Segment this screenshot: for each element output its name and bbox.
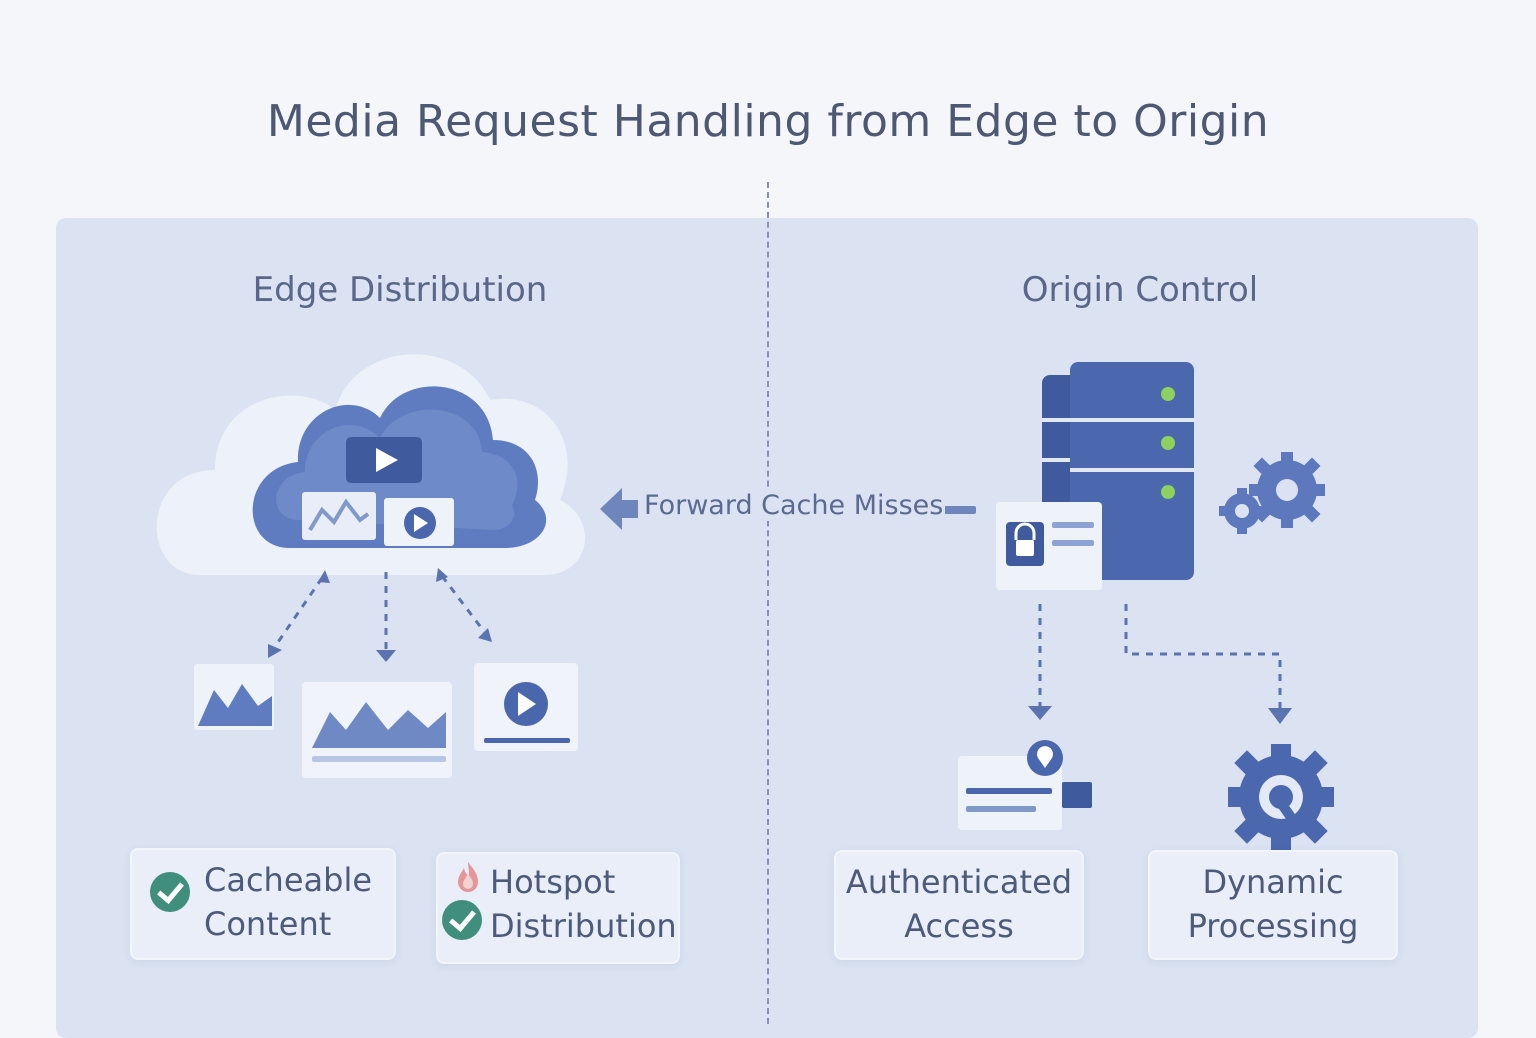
cacheable-content-card: Cacheable Content (130, 848, 396, 960)
forward-arrow-icon (600, 488, 976, 530)
card-label: Hotspot Distribution (490, 863, 677, 945)
edge-image-small-icon (194, 664, 274, 730)
card-label: Authenticated Access (845, 863, 1073, 945)
check-icon (442, 900, 482, 940)
cloud-video-icon (346, 437, 422, 483)
id-card-location-icon (958, 740, 1092, 830)
edge-section-title: Edge Distribution (252, 270, 548, 310)
lock-document-icon (996, 502, 1102, 590)
check-icon (150, 872, 190, 912)
page-title: Media Request Handling from Edge to Orig… (266, 96, 1270, 147)
gears-icon (1219, 452, 1325, 534)
distribution-arrows (268, 568, 492, 662)
authenticated-access-card: Authenticated Access (834, 850, 1084, 960)
card-label: Dynamic Processing (1187, 863, 1359, 945)
section-divider (767, 182, 769, 1024)
cloud-image-icon (302, 492, 376, 540)
processing-gear-icon (1228, 744, 1334, 850)
cloud-play-card-icon (384, 498, 454, 546)
origin-branch-arrows (1028, 604, 1292, 724)
dynamic-processing-card: Dynamic Processing (1148, 850, 1398, 960)
edge-video-card-icon (474, 663, 578, 751)
hotspot-distribution-card: Hotspot Distribution (436, 852, 680, 964)
origin-section-title: Origin Control (1021, 270, 1259, 310)
fire-icon (458, 862, 478, 892)
card-label: Cacheable Content (204, 861, 373, 943)
forward-cache-misses-label: Forward Cache Misses (642, 490, 946, 521)
edge-image-large-icon (302, 682, 452, 778)
